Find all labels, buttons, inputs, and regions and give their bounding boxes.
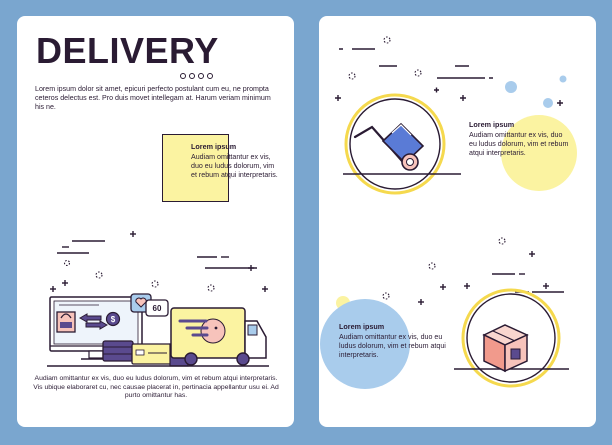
block2-content: Lorem ipsum Audiam omittantur ex vis, du… — [339, 322, 451, 360]
block1-ring-inner — [349, 98, 441, 190]
sparkle-icon — [63, 259, 215, 292]
dot-icon — [189, 73, 195, 79]
callout-content: Lorem ipsum Audiam omittantur ex vis, du… — [191, 142, 281, 180]
pagination-dots — [180, 73, 213, 79]
dot-icon — [198, 73, 204, 79]
decor-lines — [335, 48, 563, 106]
svg-text:$: $ — [111, 315, 116, 324]
block2-ring-inner — [466, 293, 556, 383]
delivery-truck-icon — [170, 307, 267, 366]
shopping-bag-icon — [56, 311, 76, 333]
decor-lines — [50, 231, 268, 292]
coin-stack-icon — [102, 340, 134, 362]
decor-bubbles — [505, 75, 567, 108]
decor-lines-2 — [418, 251, 564, 305]
delivery-illustration: $ 60 — [47, 231, 269, 367]
hand-truck-icon — [353, 122, 425, 171]
chat-bubble-icon: 60 — [145, 299, 169, 317]
chat-bubble-count: 60 — [153, 304, 162, 313]
callout-title: Lorem ipsum — [191, 142, 237, 151]
sparkle-icon — [382, 237, 506, 300]
right-page: Lorem ipsum Audiam omittantur ex vis, du… — [319, 16, 596, 427]
exchange-arrows-icon — [78, 313, 109, 330]
block2-highlight — [320, 299, 410, 389]
cardboard-box-icon — [482, 324, 529, 373]
block1-title: Lorem ipsum — [469, 120, 515, 129]
left-page: DELIVERY Lorem ipsum dolor sit amet, epi… — [17, 16, 294, 427]
footer-text: Audiam omittantur ex vis, duo eu ludus d… — [33, 375, 279, 400]
right-illustrations — [320, 36, 577, 389]
block2-body: Audiam omittantur ex vis, duo eu ludus d… — [339, 333, 446, 359]
callout-box — [162, 134, 229, 202]
block1-content: Lorem ipsum Audiam omittantur ex vis, du… — [469, 120, 569, 158]
page-title: DELIVERY — [36, 30, 219, 71]
block1-highlight — [501, 115, 577, 191]
dot-icon — [207, 73, 213, 79]
dot-icon — [180, 73, 186, 79]
block2-title: Lorem ipsum — [339, 322, 385, 331]
callout-body: Audiam omittantur ex vis, duo eu ludus d… — [191, 153, 278, 179]
dollar-coin-icon: $ — [105, 311, 121, 327]
block2-ring — [461, 288, 561, 388]
intro-text: Lorem ipsum dolor sit amet, epicuri perf… — [35, 85, 271, 111]
sparkle-icon — [348, 36, 422, 80]
block1-body: Audiam omittantur ex vis, duo eu ludus d… — [469, 131, 569, 157]
block1-ring — [344, 93, 446, 195]
